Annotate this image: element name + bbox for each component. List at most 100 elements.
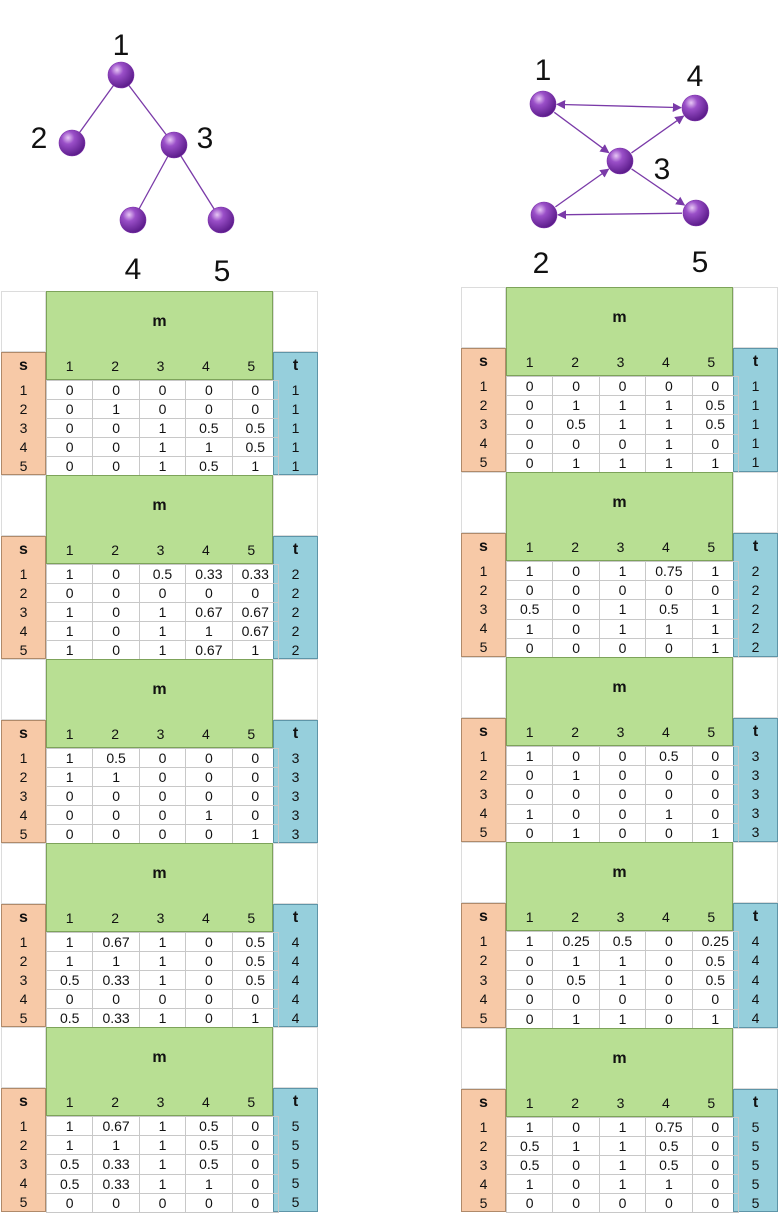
table-cell: 1 [92,767,140,787]
table-cell: 1 [598,599,647,620]
table-cell: 1 [138,621,187,641]
table-cell: 0 [645,765,693,786]
right-col-header: 3 [616,909,625,925]
table-cell: 1 [645,433,693,454]
table-cell: 1 [185,437,233,457]
right-t-value: 2 [751,639,760,656]
table-cell: 0 [231,1154,279,1175]
table-cell: 1 [598,560,647,582]
table-cell: 0 [45,786,94,806]
left-col-header: 1 [65,726,74,742]
right-t-value: 2 [751,562,760,579]
table-cell: 0 [92,564,140,584]
right-node-label-5: 5 [692,246,709,279]
right-col-header: 2 [571,539,579,555]
right-m-label: m [612,493,627,511]
right-node-5 [682,199,710,227]
table-cell: 0 [185,1008,233,1028]
table-cell: 0 [645,375,693,397]
table-cell: 0 [138,1192,187,1213]
table-cell: 1 [92,1135,140,1156]
right-node-2 [530,201,558,229]
right-col-header: 5 [707,354,716,370]
table-cell: 1 [598,1008,647,1029]
table-cell: 0 [45,399,94,419]
left-node-1 [107,61,135,89]
table-cell: 1 [552,395,600,416]
left-corner-cell [273,659,318,720]
table-cell: 1 [138,1115,187,1137]
table-cell: 0.5 [231,418,279,438]
right-t-value: 3 [751,747,760,764]
right-t-value: 3 [751,766,760,783]
right-m-label: m [612,1049,627,1067]
table-cell: 0 [185,932,233,952]
table-cell: 0 [691,1136,739,1156]
left-m-label: m [152,864,167,882]
table-cell: 0 [92,621,140,641]
left-row-header: 3 [19,787,28,804]
table-cell: 0 [92,805,140,825]
table-cell: 0.33 [92,1173,140,1194]
table-cell: 1 [598,618,647,639]
table-cell: 0 [645,989,693,1010]
right-s-label: s [479,723,488,740]
table-cell: 0.5 [231,932,279,952]
table-cell: 1 [505,618,554,639]
left-col-header: 4 [201,910,210,926]
right-t-label: t [752,908,759,925]
right-edge-2-3 [555,168,610,208]
table-cell: 1 [231,1008,279,1028]
right-t-value: 2 [751,620,760,637]
table-cell: 0 [92,1192,140,1213]
table-cell: 0 [231,1115,279,1137]
left-node-3 [160,131,188,159]
table-cell: 0 [45,824,94,844]
table-cell: 1 [138,932,187,952]
left-row-header: 2 [19,584,28,601]
table-cell: 0.33 [92,1154,140,1175]
right-row-header: 4 [479,990,488,1007]
right-edge-1-3 [553,111,610,154]
table-cell: 1 [505,1117,554,1137]
table-cell: 1 [598,969,647,991]
right-col-header: 3 [616,1095,625,1111]
right-t-label: t [752,1094,759,1111]
left-t-value: 4 [291,971,300,988]
table-cell: 1 [645,803,693,824]
left-col-header: 3 [156,542,165,558]
right-row-header: 3 [479,601,488,617]
right-t-value: 3 [751,786,760,802]
left-col-header: 1 [65,542,74,558]
right-t-value: 4 [751,971,760,988]
table-cell: 0 [598,745,647,767]
table-cell: 0.67 [185,602,233,622]
table-cell: 0.5 [185,456,233,476]
table-cell: 0 [92,437,140,457]
table-cell: 0 [598,375,647,397]
right-m-label: m [612,308,627,326]
table-cell: 0.33 [92,970,140,990]
table-cell: 0.5 [185,418,233,438]
table-cell: 0.33 [185,564,233,584]
left-col-header: 2 [111,358,119,374]
table-cell: 0 [552,989,600,1010]
right-t-label: t [752,723,759,740]
left-edge-3-5 [173,144,222,221]
